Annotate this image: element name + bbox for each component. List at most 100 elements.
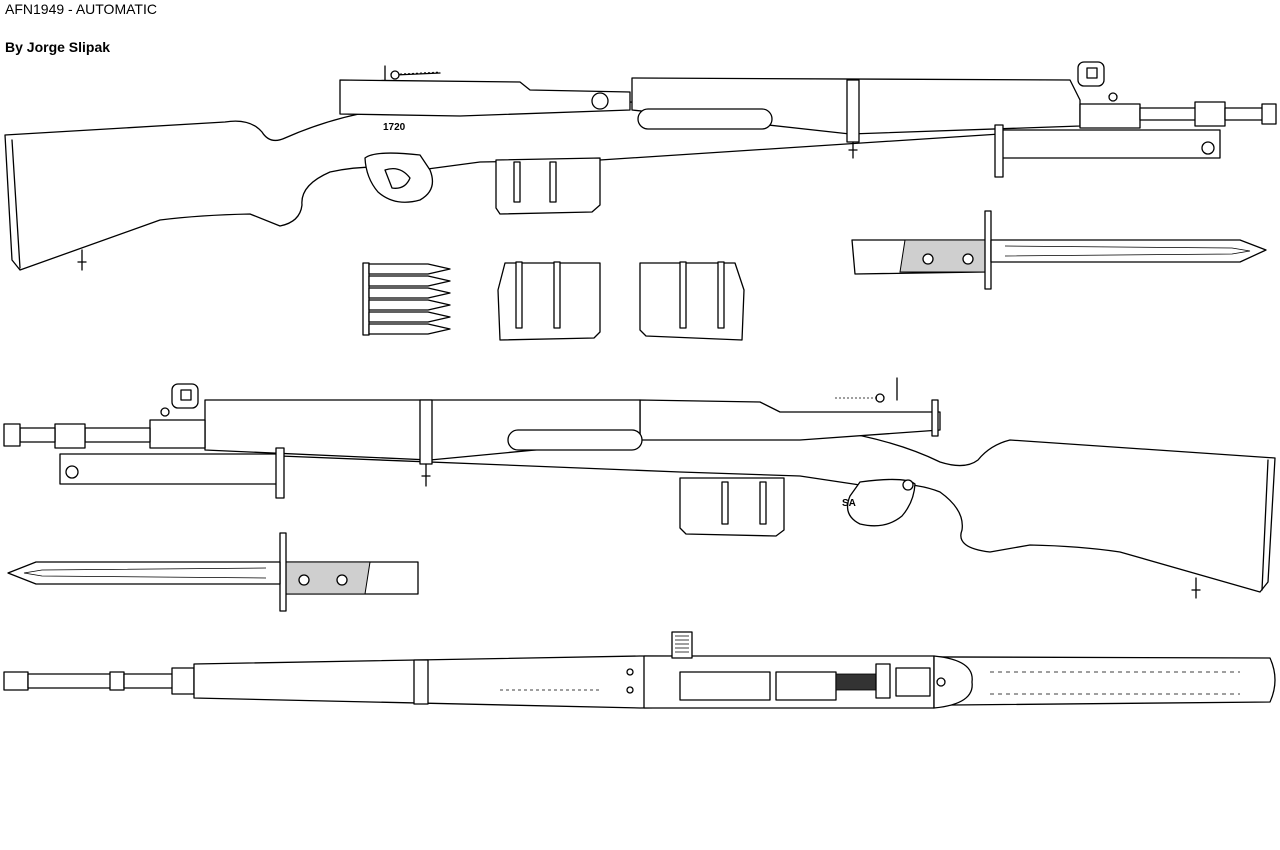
barrel bbox=[1139, 107, 1201, 121]
gas-tube bbox=[123, 673, 175, 689]
rear-sight-knurl bbox=[675, 635, 689, 653]
bayonet-crossguard bbox=[275, 447, 285, 499]
grip-rivet bbox=[962, 253, 974, 265]
bayonet-right bbox=[851, 210, 1267, 290]
recoil-spring bbox=[835, 673, 881, 691]
magazine-rib bbox=[759, 481, 767, 525]
receiver-cover bbox=[895, 667, 931, 697]
gas-plug bbox=[160, 407, 170, 417]
gas-plug bbox=[1108, 92, 1118, 102]
bayonet-crossguard bbox=[984, 210, 992, 290]
cartridge bbox=[368, 287, 451, 299]
barrel bbox=[84, 427, 151, 443]
recoil-spring bbox=[399, 71, 441, 75]
grip-rivet bbox=[336, 574, 348, 586]
blade-fuller bbox=[23, 567, 267, 579]
butt-plate bbox=[1261, 459, 1269, 591]
stock-screw bbox=[626, 668, 634, 676]
magazine-spare-2 bbox=[639, 261, 745, 341]
serial-number: 1720 bbox=[383, 122, 406, 133]
receiver-end bbox=[931, 399, 939, 437]
muzzle-cap bbox=[3, 423, 21, 447]
receiver bbox=[339, 79, 631, 117]
rear-sight-knob bbox=[390, 70, 400, 80]
magazine-spare-1 bbox=[497, 261, 601, 341]
sling-swivel-rear bbox=[1191, 577, 1201, 599]
muzzle-cap bbox=[1261, 103, 1277, 125]
magazine-rib bbox=[721, 481, 729, 525]
mount-ring bbox=[65, 465, 79, 479]
bayonet-left bbox=[7, 532, 419, 612]
magazine bbox=[495, 157, 601, 215]
rifle-top-view bbox=[3, 631, 1276, 709]
magazine-body bbox=[497, 262, 601, 341]
gas-block bbox=[1079, 103, 1141, 129]
mount-ring bbox=[1201, 141, 1215, 155]
cartridge bbox=[368, 299, 451, 311]
muzzle-device bbox=[54, 423, 86, 449]
sling-swivel-front bbox=[848, 141, 858, 159]
grip-rivet bbox=[298, 574, 310, 586]
cartridge bbox=[368, 263, 451, 275]
muzzle-tip bbox=[19, 427, 56, 443]
page-title: AFN1949 - AUTOMATIC bbox=[5, 1, 157, 17]
sling-swivel-rear bbox=[77, 249, 87, 271]
cartridge bbox=[368, 311, 451, 323]
magazine-rib bbox=[515, 261, 523, 329]
bolt-carrier bbox=[679, 671, 771, 701]
bayonet-grip bbox=[285, 561, 371, 595]
selector-lever bbox=[902, 479, 914, 491]
bolt bbox=[775, 671, 837, 701]
grip-rivet bbox=[922, 253, 934, 265]
magazine-rib bbox=[553, 261, 561, 329]
rear-sight bbox=[671, 631, 693, 659]
sling-swivel-front bbox=[421, 463, 431, 487]
bayonet-blade bbox=[990, 239, 1267, 263]
ammunition-clip bbox=[362, 262, 451, 336]
selector-marking: SA bbox=[842, 498, 856, 509]
blade-fuller bbox=[1004, 245, 1251, 257]
bayonet-crossguard bbox=[994, 124, 1004, 178]
trigger-guard bbox=[364, 152, 434, 203]
receiver bbox=[639, 399, 941, 441]
gas-block bbox=[149, 419, 206, 449]
barrel-band bbox=[419, 399, 433, 465]
cartridge bbox=[368, 275, 451, 287]
magazine-rib bbox=[513, 161, 521, 203]
bayonet-mount bbox=[999, 129, 1221, 159]
front-sight-post bbox=[1086, 67, 1098, 79]
barrel-band bbox=[413, 659, 429, 705]
muzzle-tip bbox=[1224, 107, 1264, 121]
rear-sight-knob bbox=[875, 393, 885, 403]
muzzle-cap bbox=[3, 671, 29, 691]
bayonet-crossguard bbox=[279, 532, 287, 612]
barrel bbox=[27, 673, 113, 689]
bayonet-mount bbox=[59, 453, 281, 485]
handguard-vent-slot bbox=[507, 429, 643, 451]
front-sight bbox=[171, 667, 195, 695]
butt-plate bbox=[11, 139, 21, 269]
trigger bbox=[384, 167, 411, 189]
front-sight-post bbox=[180, 389, 192, 401]
cartridge bbox=[368, 323, 451, 335]
magazine-rib bbox=[717, 261, 725, 329]
bolt-handle bbox=[591, 92, 609, 110]
author-credit: By Jorge Slipak bbox=[5, 39, 111, 55]
cartridges bbox=[368, 263, 451, 335]
bayonet-blade bbox=[7, 561, 281, 585]
receiver-tang bbox=[933, 655, 973, 709]
handguard-vent-slot bbox=[637, 108, 773, 130]
wood-grain bbox=[990, 671, 1240, 695]
charging-handle bbox=[875, 663, 891, 699]
muzzle-device bbox=[1194, 101, 1226, 127]
tang-screw bbox=[936, 677, 946, 687]
rear-sight bbox=[384, 65, 441, 81]
magazine-rib bbox=[679, 261, 687, 329]
muzzle-device bbox=[109, 671, 125, 691]
clip-frame bbox=[362, 262, 370, 336]
magazine bbox=[679, 477, 785, 537]
trigger-guard bbox=[846, 478, 916, 527]
barrel-band bbox=[846, 79, 860, 143]
magazine-body bbox=[639, 262, 745, 341]
magazine-rib bbox=[549, 161, 557, 203]
